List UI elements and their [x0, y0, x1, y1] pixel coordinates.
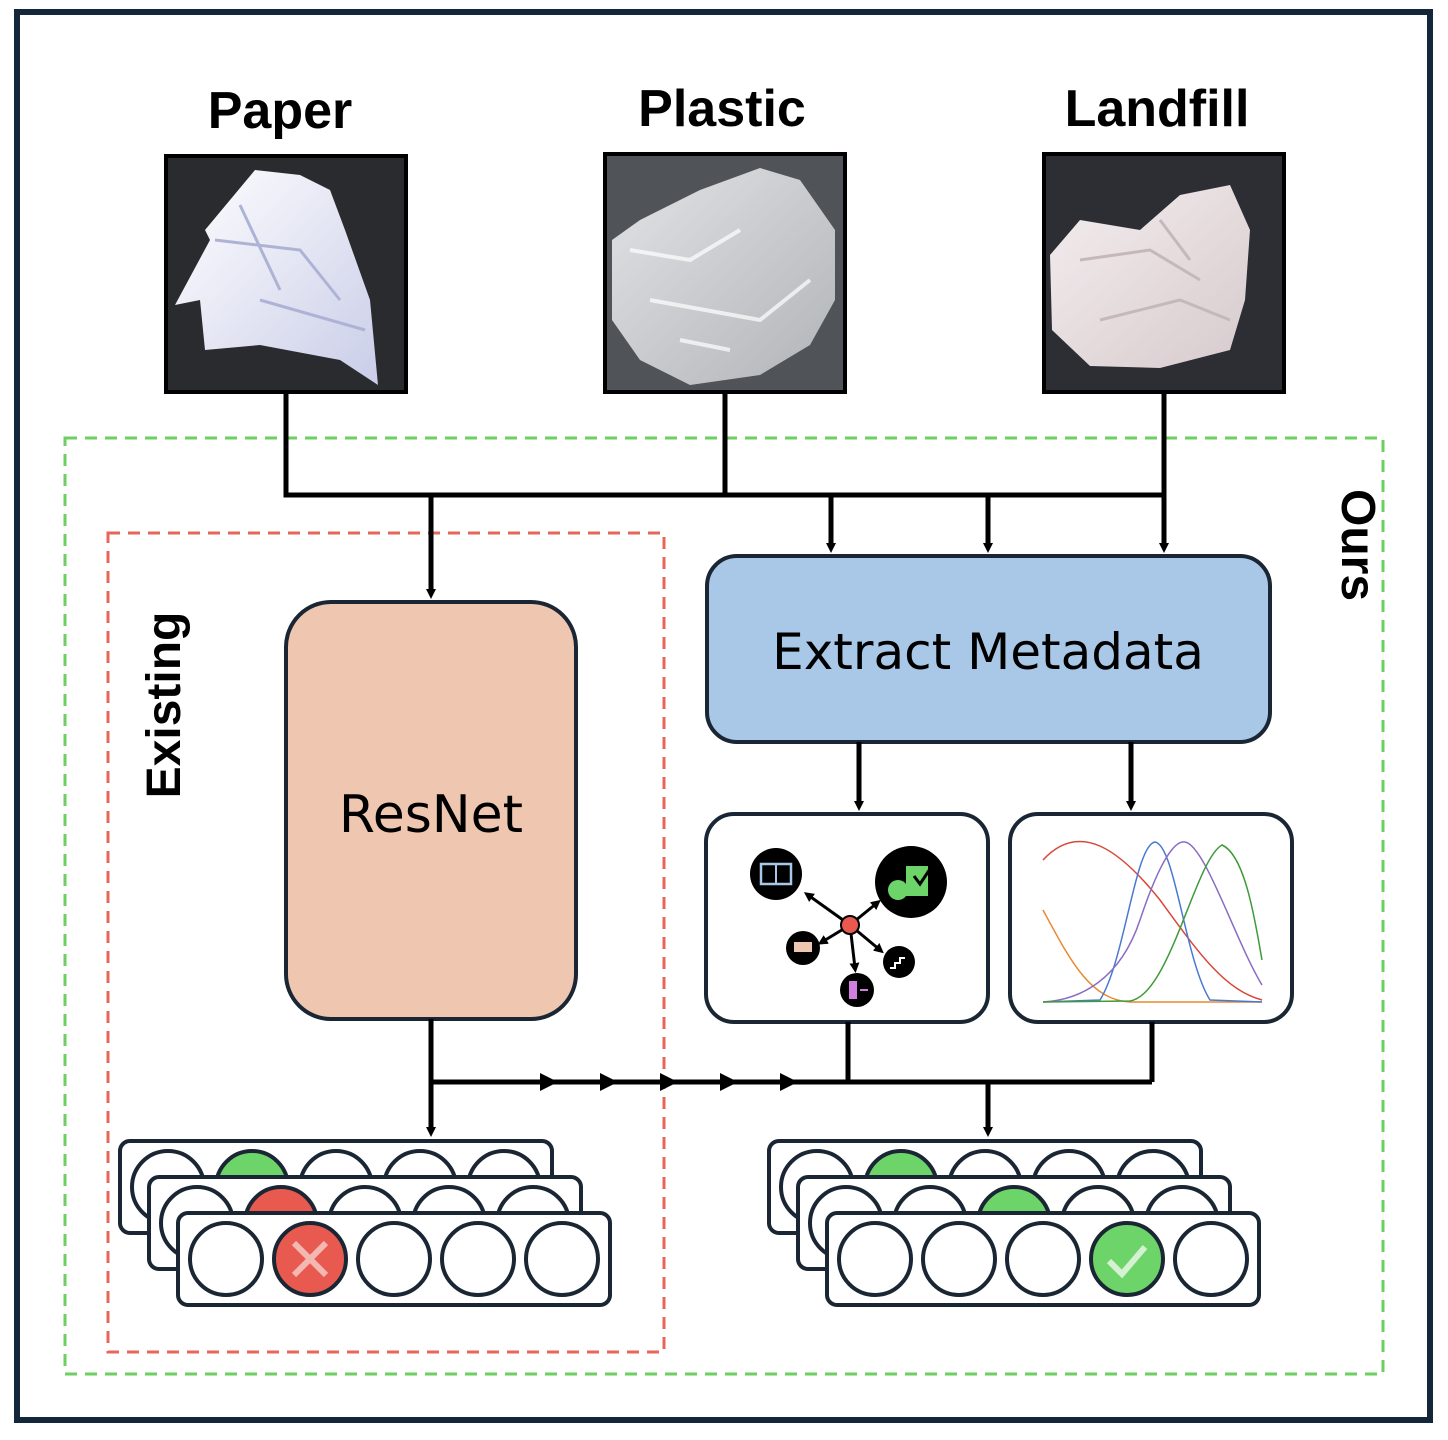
class-slot: [1005, 1221, 1081, 1297]
class-slot: [1173, 1221, 1249, 1297]
photo-paper: [164, 154, 408, 394]
class-slot: [356, 1221, 432, 1297]
class-label-paper: Paper: [208, 82, 353, 140]
prediction-card: [825, 1211, 1261, 1307]
ours-region-label: Ours: [1331, 489, 1384, 601]
metadata-connectors: [854, 742, 1136, 811]
check-icon: [1106, 1245, 1148, 1279]
book-icon: [750, 848, 802, 900]
class-slot: [188, 1221, 264, 1297]
extract-metadata-label: Extract Metadata: [772, 623, 1204, 681]
extract-metadata-block: Extract Metadata: [705, 554, 1272, 744]
prediction-card: [176, 1211, 612, 1307]
stairs-icon: [883, 946, 915, 978]
existing-region-label: Existing: [138, 612, 191, 799]
class-slot: [440, 1221, 516, 1297]
photo-plastic: [603, 152, 847, 394]
food-recycle-icon: [875, 846, 947, 918]
class-slot: [921, 1221, 997, 1297]
class-label-plastic: Plastic: [638, 80, 806, 138]
curve-red: [1042, 840, 1263, 1001]
curve-purple: [1042, 841, 1263, 1003]
exit-door-icon: [840, 973, 874, 1007]
graph-center-node: [840, 915, 860, 935]
distribution-panel: [1008, 812, 1294, 1024]
class-slot: [837, 1221, 913, 1297]
ours-region: [63, 436, 1385, 1376]
knowledge-graph-panel: [704, 812, 990, 1024]
class-slot: [1089, 1221, 1165, 1297]
resnet-label: ResNet: [339, 785, 523, 845]
photo-landfill: [1042, 152, 1286, 394]
resnet-block: ResNet: [284, 600, 578, 1021]
class-label-landfill: Landfill: [1065, 80, 1250, 138]
input-connectors: [283, 392, 1169, 599]
cross-icon: [291, 1240, 329, 1278]
curve-green: [1042, 844, 1263, 1003]
existing-output-stack: [118, 1139, 612, 1307]
class-slot: [524, 1221, 600, 1297]
curve-blue: [1042, 841, 1263, 1003]
existing-region: [106, 531, 666, 1354]
ours-output-stack: [767, 1139, 1261, 1307]
flow-arrowheads: [540, 1073, 798, 1091]
printer-icon: [786, 931, 820, 965]
